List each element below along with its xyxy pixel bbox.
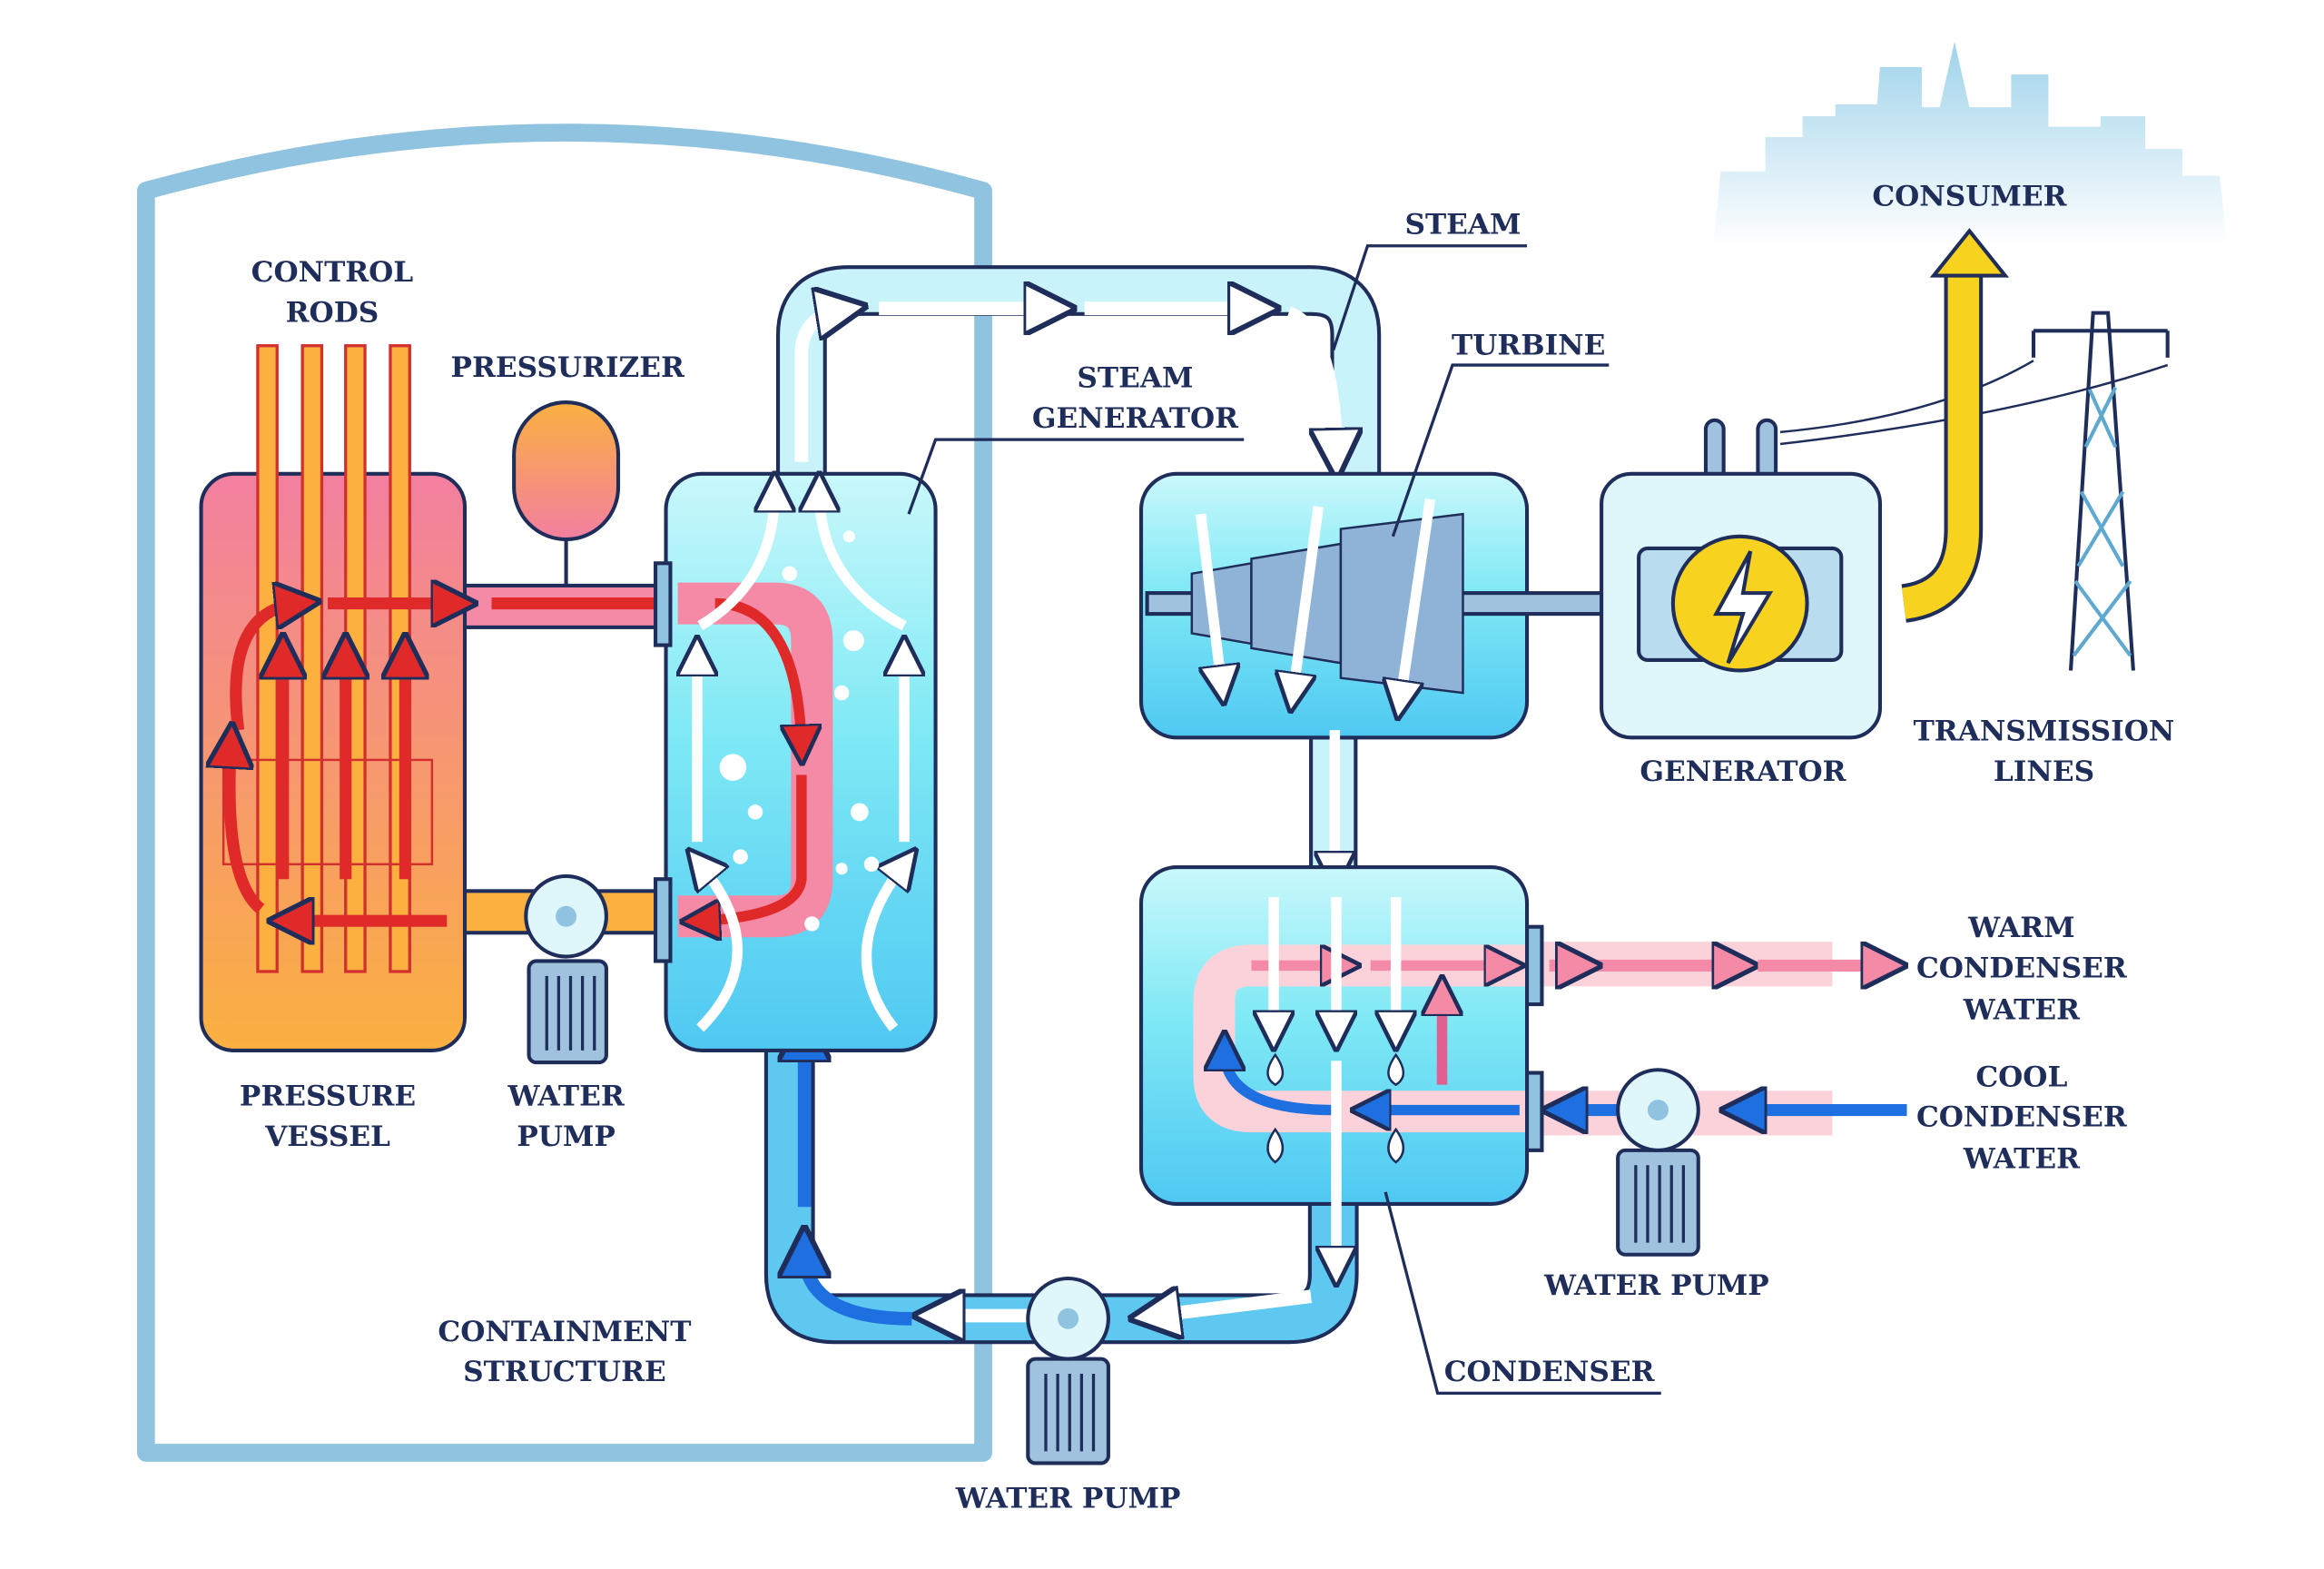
label-generator: GENERATOR	[1640, 755, 1846, 788]
label-water-pump-feed: WATER PUMP	[955, 1483, 1181, 1515]
label-water-pump-condenser: WATER PUMP	[1543, 1269, 1769, 1302]
feedwater-flow-arrows	[804, 1036, 1313, 1319]
leader-lines	[907, 244, 1661, 1395]
transmission-tower	[1779, 311, 2170, 671]
label-condenser: CONDENSER	[1444, 1356, 1656, 1388]
condenser-water-pump	[1616, 1068, 1700, 1257]
city-skyline	[1713, 41, 2228, 246]
pressurizer	[512, 400, 621, 542]
label-steam: STEAM	[1404, 209, 1521, 242]
turbine-blades	[1190, 512, 1464, 695]
steam-flow-arrows	[794, 309, 1336, 462]
containment-structure	[136, 123, 992, 1462]
generator	[1600, 418, 1883, 740]
label-turbine: TURBINE	[1452, 330, 1605, 362]
label-consumer: CONSUMER	[1872, 180, 2067, 212]
feedwater-pump	[1026, 1276, 1110, 1465]
hot-water-flow-arrows	[230, 604, 685, 922]
primary-water-pump	[524, 873, 608, 1065]
pressure-vessel	[199, 471, 468, 1052]
steam-bubbles	[719, 530, 880, 932]
label-pressurizer: PRESSURIZER	[451, 351, 686, 384]
condensate-drops	[1266, 1052, 1405, 1164]
